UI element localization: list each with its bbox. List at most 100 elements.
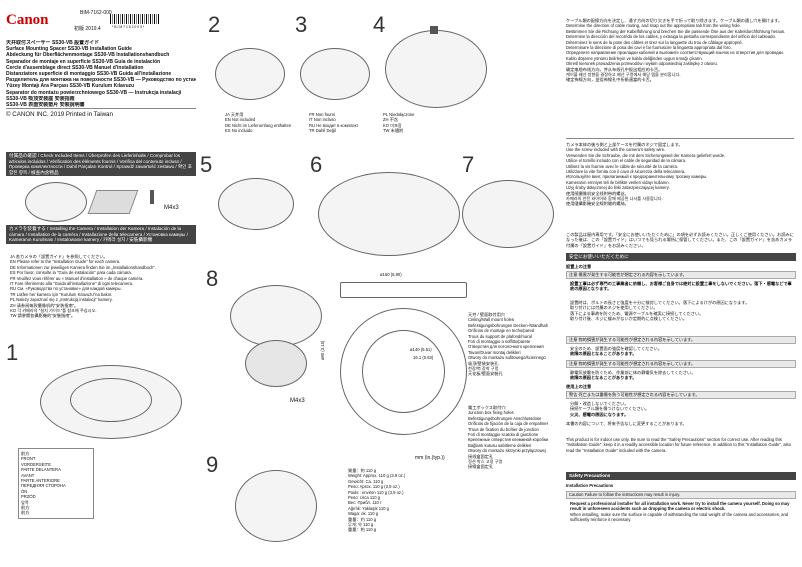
lang-line: FR Veuillez vous référer au « Manuel d'i…	[10, 275, 144, 281]
weight-line: 質量：約 110 g	[348, 468, 377, 473]
bullet: Request a professional installer for all…	[570, 501, 790, 512]
copyright: © CANON INC. 2019 Printed in Taiwan	[6, 111, 113, 118]
step5-line: Utilice el tornillo incluido con el cabl…	[566, 158, 687, 164]
lang-line: IT Fare riferimento alla "Guida all'inst…	[10, 281, 134, 287]
jbox-line: 電工ボックス取付穴	[468, 405, 506, 410]
lang-line: ES Por favor, consulte la "Guía de insta…	[10, 270, 132, 276]
holes-line: 吸顶/壁装安装孔	[468, 360, 499, 366]
step4-line: Bestimmen Sie die Richtung der Kabelführ…	[566, 28, 786, 34]
title-line: 天井取付スペーサー SS30-VB 設置ガイド	[6, 40, 100, 46]
bullet: 故障の原因となることがあります。	[570, 375, 637, 381]
camera-langs: JA 各カメラの「設置ガイド」を参照してください。 EN Please refe…	[10, 254, 192, 319]
jbox-line: 接線盒固定孔	[468, 464, 494, 470]
top-view-outer	[340, 308, 467, 435]
title-line: Distanziatore superficie di montaggio SS…	[6, 71, 172, 78]
screw-label: M4x3	[164, 205, 179, 211]
dim-units: mm (in.(typ.))	[415, 455, 445, 461]
accessories-bar: 付属品の確認 / Check Included Items / Überprüf…	[6, 152, 196, 177]
holes-line: Trous du support de plafond/mural	[468, 333, 532, 339]
step-number-2: 2	[208, 12, 221, 37]
jbox-line: 接线盒固定孔	[468, 453, 494, 459]
column-right: ケーブル類の配線方向を決定し、通す方向の切り欠きを手で折って取り除きます。ケーブ…	[562, 0, 798, 567]
bullet: 安全のため、設置面の強度を確認してください。	[570, 346, 662, 351]
step4-line: 確定佈線方向，並從佈線孔中折斷適當的卡舌。	[566, 77, 654, 83]
en-caution-box: Caution Failure to follow the instructio…	[566, 491, 796, 499]
weight-line: Weight: Approx. 110 g (3.9 oz.)	[348, 473, 406, 479]
step4-line: Kablo döşeme yönünü belirleyin ve kablo …	[566, 55, 703, 61]
weight-line: Poids : environ 110 g (3,9 oz.)	[348, 489, 404, 495]
legend-line: DE Nicht im Lieferumfang enthalten	[225, 122, 292, 128]
bullet: 設置時は、ボルトの長さと強度を十分に検討してください。落下によるけがの原因になり…	[570, 300, 750, 305]
step4-text: ケーブル類の配線方向を決定し、通す方向の切り欠きを手で折って取り除きます。ケーブ…	[566, 18, 796, 83]
step4-line: Determine la dirección del recorrido de …	[566, 34, 776, 40]
step5-line: Użyj śruby dołączonej do linki zabezpiec…	[566, 185, 670, 191]
jbox-line: Крепежные отверстия клеммной коробки	[468, 437, 548, 443]
step4-line: Определите направление прокладки кабелей…	[566, 50, 784, 56]
caution-bullets-2: 静電気放電を防ぐため、作業前に体の静電気を除去してください。 故障の原因となるこ…	[570, 370, 792, 381]
bullet: 落下による事故を防ぐため、電源ケーブルを確実に接続してください。	[570, 310, 704, 316]
junction-box-list: 電工ボックス取付穴 Junction box fixing holes Befe…	[468, 405, 548, 470]
caution-bullets-1: 安全のため、設置面の強度を確認してください。 故障の原因となることがあります。	[570, 346, 792, 357]
dim-width: ø150 (5.90)	[380, 272, 402, 277]
lang-line: TR Lütfen her kamera için "Kurulum Kılav…	[10, 291, 113, 297]
step4-illustration	[385, 30, 487, 108]
lang-line: PL Należy zapoznać się z „Instrukcją ins…	[10, 297, 113, 303]
title-line: Yüzey Montajı Ara Parçası SS30-VB Kurulu…	[6, 83, 135, 90]
jp-intro: この製品は屋内専用です。「安全にお使いいただくために」の項を必ずお読みください。…	[566, 232, 794, 248]
step4-line: Determine the direction of cable routing…	[566, 23, 741, 29]
column-steps: 2 3 4 JA 天井用 EN Not included DE Nicht im…	[200, 0, 560, 567]
step5-line: 使用随摄像机安全线附带的螺丝。	[566, 190, 629, 196]
step-number-3: 3	[295, 12, 308, 37]
step4-cable	[430, 26, 438, 34]
step-number-7: 7	[462, 152, 475, 177]
step-number-5: 5	[200, 152, 213, 177]
step4-line: Déterminez le sens de la pose des câbles…	[566, 39, 743, 45]
title-line: SS30-VB 表面安裝墊片 安裝說明書	[6, 102, 85, 109]
bullets-a: 設置時は、ボルトの長さと強度を十分に検討してください。落下によるけがの原因になり…	[570, 300, 792, 322]
weight-line: Gewicht: Ca. 110 g	[348, 478, 384, 484]
legend-col: FR Non fourni IT Non incluso RU Не входи…	[309, 112, 379, 134]
lang-line: TW 請參閱各攝影機的"安裝指南"。	[10, 313, 76, 319]
step-number-6: 6	[310, 152, 323, 177]
holes-line: Tavan/Duvar montaj delikleri	[468, 349, 521, 355]
title-line: SS30-VB 吸顶安装座 安装指南	[6, 95, 75, 102]
lang-line: ZH 请参阅每款摄像机的"安装指南"。	[10, 302, 79, 308]
holes-line: 천장/벽 장착 구멍	[468, 366, 499, 372]
legend-line: TW 未隨附	[383, 128, 404, 134]
holes-line: Orificios de montaje en techo/pared	[468, 328, 535, 334]
divider	[6, 108, 196, 109]
jbox-line: Fori di montaggio scatola di giunzione	[468, 432, 539, 438]
legend-line: ZH 不含	[383, 117, 399, 123]
step5-line: Kameranın emniyet teli ile birlikte veri…	[566, 179, 670, 185]
holes-line: 天花板/壁面安裝孔	[468, 371, 503, 377]
after-install-heading: 使用上の注意	[566, 384, 592, 389]
step8-camera	[245, 340, 307, 387]
title-line: Cercle d'assemblage direct SS30-VB Manue…	[6, 64, 144, 71]
weight-line: Ağırlık: Yaklaşık 110 g	[348, 505, 389, 511]
weight-line: 重量：約 110 g	[348, 527, 377, 533]
install-note-heading: 設置上の注意	[566, 264, 592, 269]
lang-line: DE Informationen zur jeweiligen Kamera f…	[10, 264, 157, 270]
legend-col: JA 天井用 EN Not included DE Nicht im Liefe…	[225, 112, 305, 134]
legend-line: 앞쪽	[21, 499, 29, 505]
warning-box-1: 注意 傷害が発生する可能性が想定される内容を示しています。	[566, 271, 796, 279]
guide-booklet-illustration	[87, 190, 139, 214]
spacer-illustration	[25, 182, 87, 222]
jbox-line: Befestigungsbohrungen Anschlussdose	[468, 415, 542, 421]
side-view	[340, 282, 467, 298]
jbox-line: Bağlantı kutusu sabitleme delikleri	[468, 442, 532, 448]
legend-line: 前方	[21, 510, 30, 516]
legend-line: AVANT	[21, 472, 35, 478]
step5-line: 使用隨攝影機安全線附贈的螺絲。	[566, 201, 629, 207]
step4-line: 确定电缆布线方向，并从布线孔中扳出相应的卡舌。	[566, 66, 663, 72]
doc-code: BIM-7162-000	[80, 10, 112, 16]
camera-bar: カメラを装着する / Installing the Camera / Insta…	[6, 225, 196, 244]
step4-line: Determinare la direzione di posa dei cav…	[566, 45, 732, 51]
bullet: 取り付け後、ネジに緩みがないか定期的に点検してください。	[570, 316, 688, 322]
warning-bold: 設置工事は必ず専門の工事業者に依頼し、お客様ご自身では絶対に設置工事をしないでく…	[570, 281, 792, 292]
step-number-9: 9	[206, 452, 219, 477]
step8-screw-label: M4x3	[290, 398, 305, 404]
step4-line: ケーブル類の配線方向を決定し、通す方向の切り欠きを手で折って取り除きます。ケーブ…	[566, 18, 783, 23]
legend-line: VORDERSEITE	[21, 461, 52, 467]
legend-line: FR Non fourni	[309, 112, 336, 117]
